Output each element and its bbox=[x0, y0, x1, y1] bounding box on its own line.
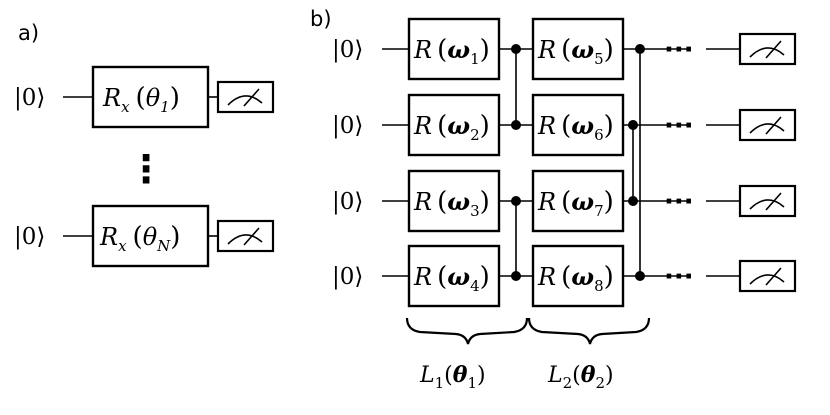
panel-b-layer-2-label: L2(θ2) bbox=[547, 362, 614, 392]
panel-b-layer1-gates: R(ω1) R(ω2) R(ω3) R(ω4) bbox=[407, 17, 501, 308]
panel-b-meter-2-icon bbox=[738, 108, 797, 142]
panel-b-dots-4: ··· bbox=[664, 262, 694, 292]
panel-b-ket-2: |0⟩ bbox=[332, 113, 363, 139]
panel-b-gate-3-label: R(ω3) bbox=[413, 187, 490, 220]
panel-a-ket-1: |0⟩ bbox=[14, 85, 45, 111]
panel-b: b) |0⟩ |0⟩ |0⟩ |0⟩ bbox=[310, 7, 797, 392]
panel-b-brace-1 bbox=[405, 317, 529, 345]
panel-b-meter-1-icon bbox=[738, 32, 797, 66]
panel-a-qubit-n: |0⟩ Rx(θN) bbox=[14, 204, 275, 268]
panel-b-continuation: ··· ··· ··· ··· bbox=[664, 35, 694, 292]
panel-b-gate-2 bbox=[407, 93, 501, 157]
panel-b-dots-2: ··· bbox=[664, 111, 694, 141]
panel-b-ket-1: |0⟩ bbox=[332, 37, 363, 63]
panel-b-brace-2 bbox=[527, 317, 651, 345]
panel-b-ket-4: |0⟩ bbox=[332, 264, 363, 290]
panel-b-gate-4-label: R(ω4) bbox=[413, 262, 490, 295]
panel-b-layer2-gates: R(ω5) R(ω6) R(ω7) R(ω8) bbox=[531, 17, 625, 308]
panel-b-gate-1-label: R(ω1) bbox=[413, 35, 490, 68]
panel-a-label: a) bbox=[18, 21, 39, 45]
panel-b-gate-5-label: R(ω5) bbox=[537, 35, 614, 68]
panel-b-wires bbox=[382, 48, 740, 277]
panel-b-gate-8 bbox=[531, 244, 625, 308]
panel-b-label: b) bbox=[310, 7, 332, 31]
panel-b-gate-7-label: R(ω7) bbox=[537, 187, 614, 220]
panel-b-gate-8-label: R(ω8) bbox=[537, 262, 614, 295]
panel-a: a) |0⟩ Rx(θ1) ⋮ |0⟩ Rx(θN) bbox=[14, 21, 275, 268]
panel-b-gate-3 bbox=[407, 169, 501, 233]
panel-a-qubit-1: |0⟩ Rx(θ1) bbox=[14, 65, 275, 129]
panel-b-layer-1-label: L1(θ1) bbox=[419, 362, 486, 392]
panel-a-ket-n: |0⟩ bbox=[14, 224, 45, 250]
panel-b-gate-2-label: R(ω2) bbox=[413, 111, 490, 144]
panel-a-meter-n-icon bbox=[216, 219, 275, 253]
panel-a-meter-1-icon bbox=[216, 80, 275, 114]
panel-b-dots-3: ··· bbox=[664, 187, 694, 217]
panel-b-dots-1: ··· bbox=[664, 35, 694, 65]
panel-b-ket-3: |0⟩ bbox=[332, 189, 363, 215]
panel-b-layer2-entangler bbox=[628, 44, 645, 281]
panel-b-layer1-entangler bbox=[511, 44, 521, 281]
panel-a-ellipsis: ⋮ bbox=[127, 147, 165, 191]
panel-b-gate-4 bbox=[407, 244, 501, 308]
panel-b-meter-3-icon bbox=[738, 184, 797, 218]
panel-b-meter-4-icon bbox=[738, 259, 797, 293]
panel-b-gate-5 bbox=[531, 17, 625, 81]
panel-b-gate-6 bbox=[531, 93, 625, 157]
panel-b-gate-6-label: R(ω6) bbox=[537, 111, 614, 144]
panel-a-gate-1-label: Rx(θ1) bbox=[102, 83, 180, 116]
panel-b-gate-1 bbox=[407, 17, 501, 81]
panel-b-gate-7 bbox=[531, 169, 625, 233]
panel-a-gate-n-label: Rx(θN) bbox=[99, 222, 180, 255]
